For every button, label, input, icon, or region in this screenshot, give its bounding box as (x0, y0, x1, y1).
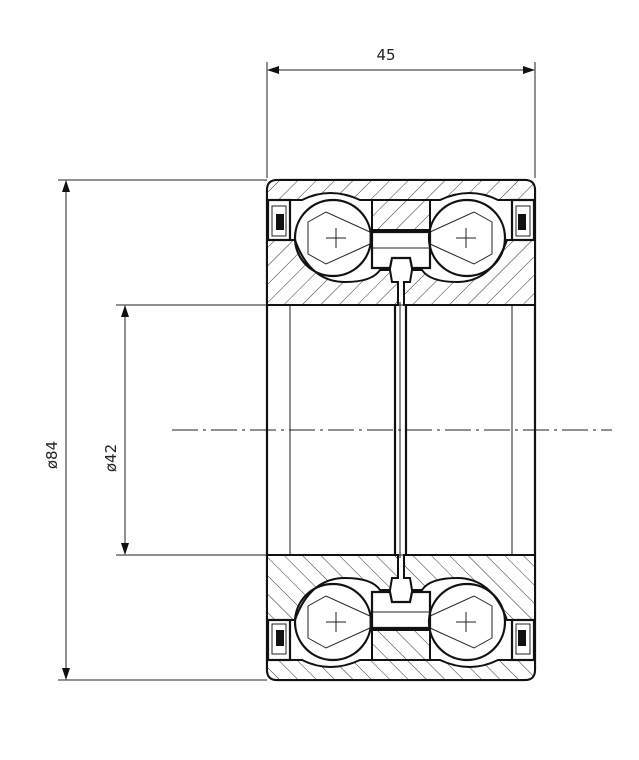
outer-diameter-label: ø84 (43, 441, 61, 469)
inner-ring-bottom-right (403, 554, 536, 621)
bottom-section (266, 554, 536, 681)
outer-ring-bottom-mid (371, 629, 431, 661)
outer-ring-bottom (266, 659, 536, 681)
seal-bottom-right (510, 618, 536, 662)
inner-ring-top-left (266, 239, 399, 306)
seal-top-right (510, 198, 536, 242)
top-section (266, 179, 536, 306)
inner-ring-bottom-left (266, 554, 399, 621)
width-dimension-label: 45 (376, 46, 395, 64)
seal-top-left (266, 198, 292, 242)
inner-diameter-dimension: ø42 (102, 304, 290, 556)
inner-diameter-label: ø42 (102, 444, 120, 472)
inner-ring-top-right (403, 239, 536, 306)
outer-ring-top-mid (371, 199, 431, 231)
seal-bottom-left (266, 618, 292, 662)
outer-ring-top (266, 179, 536, 201)
outer-diameter-dimension: ø84 (43, 179, 267, 681)
width-dimension: 45 (266, 46, 536, 178)
